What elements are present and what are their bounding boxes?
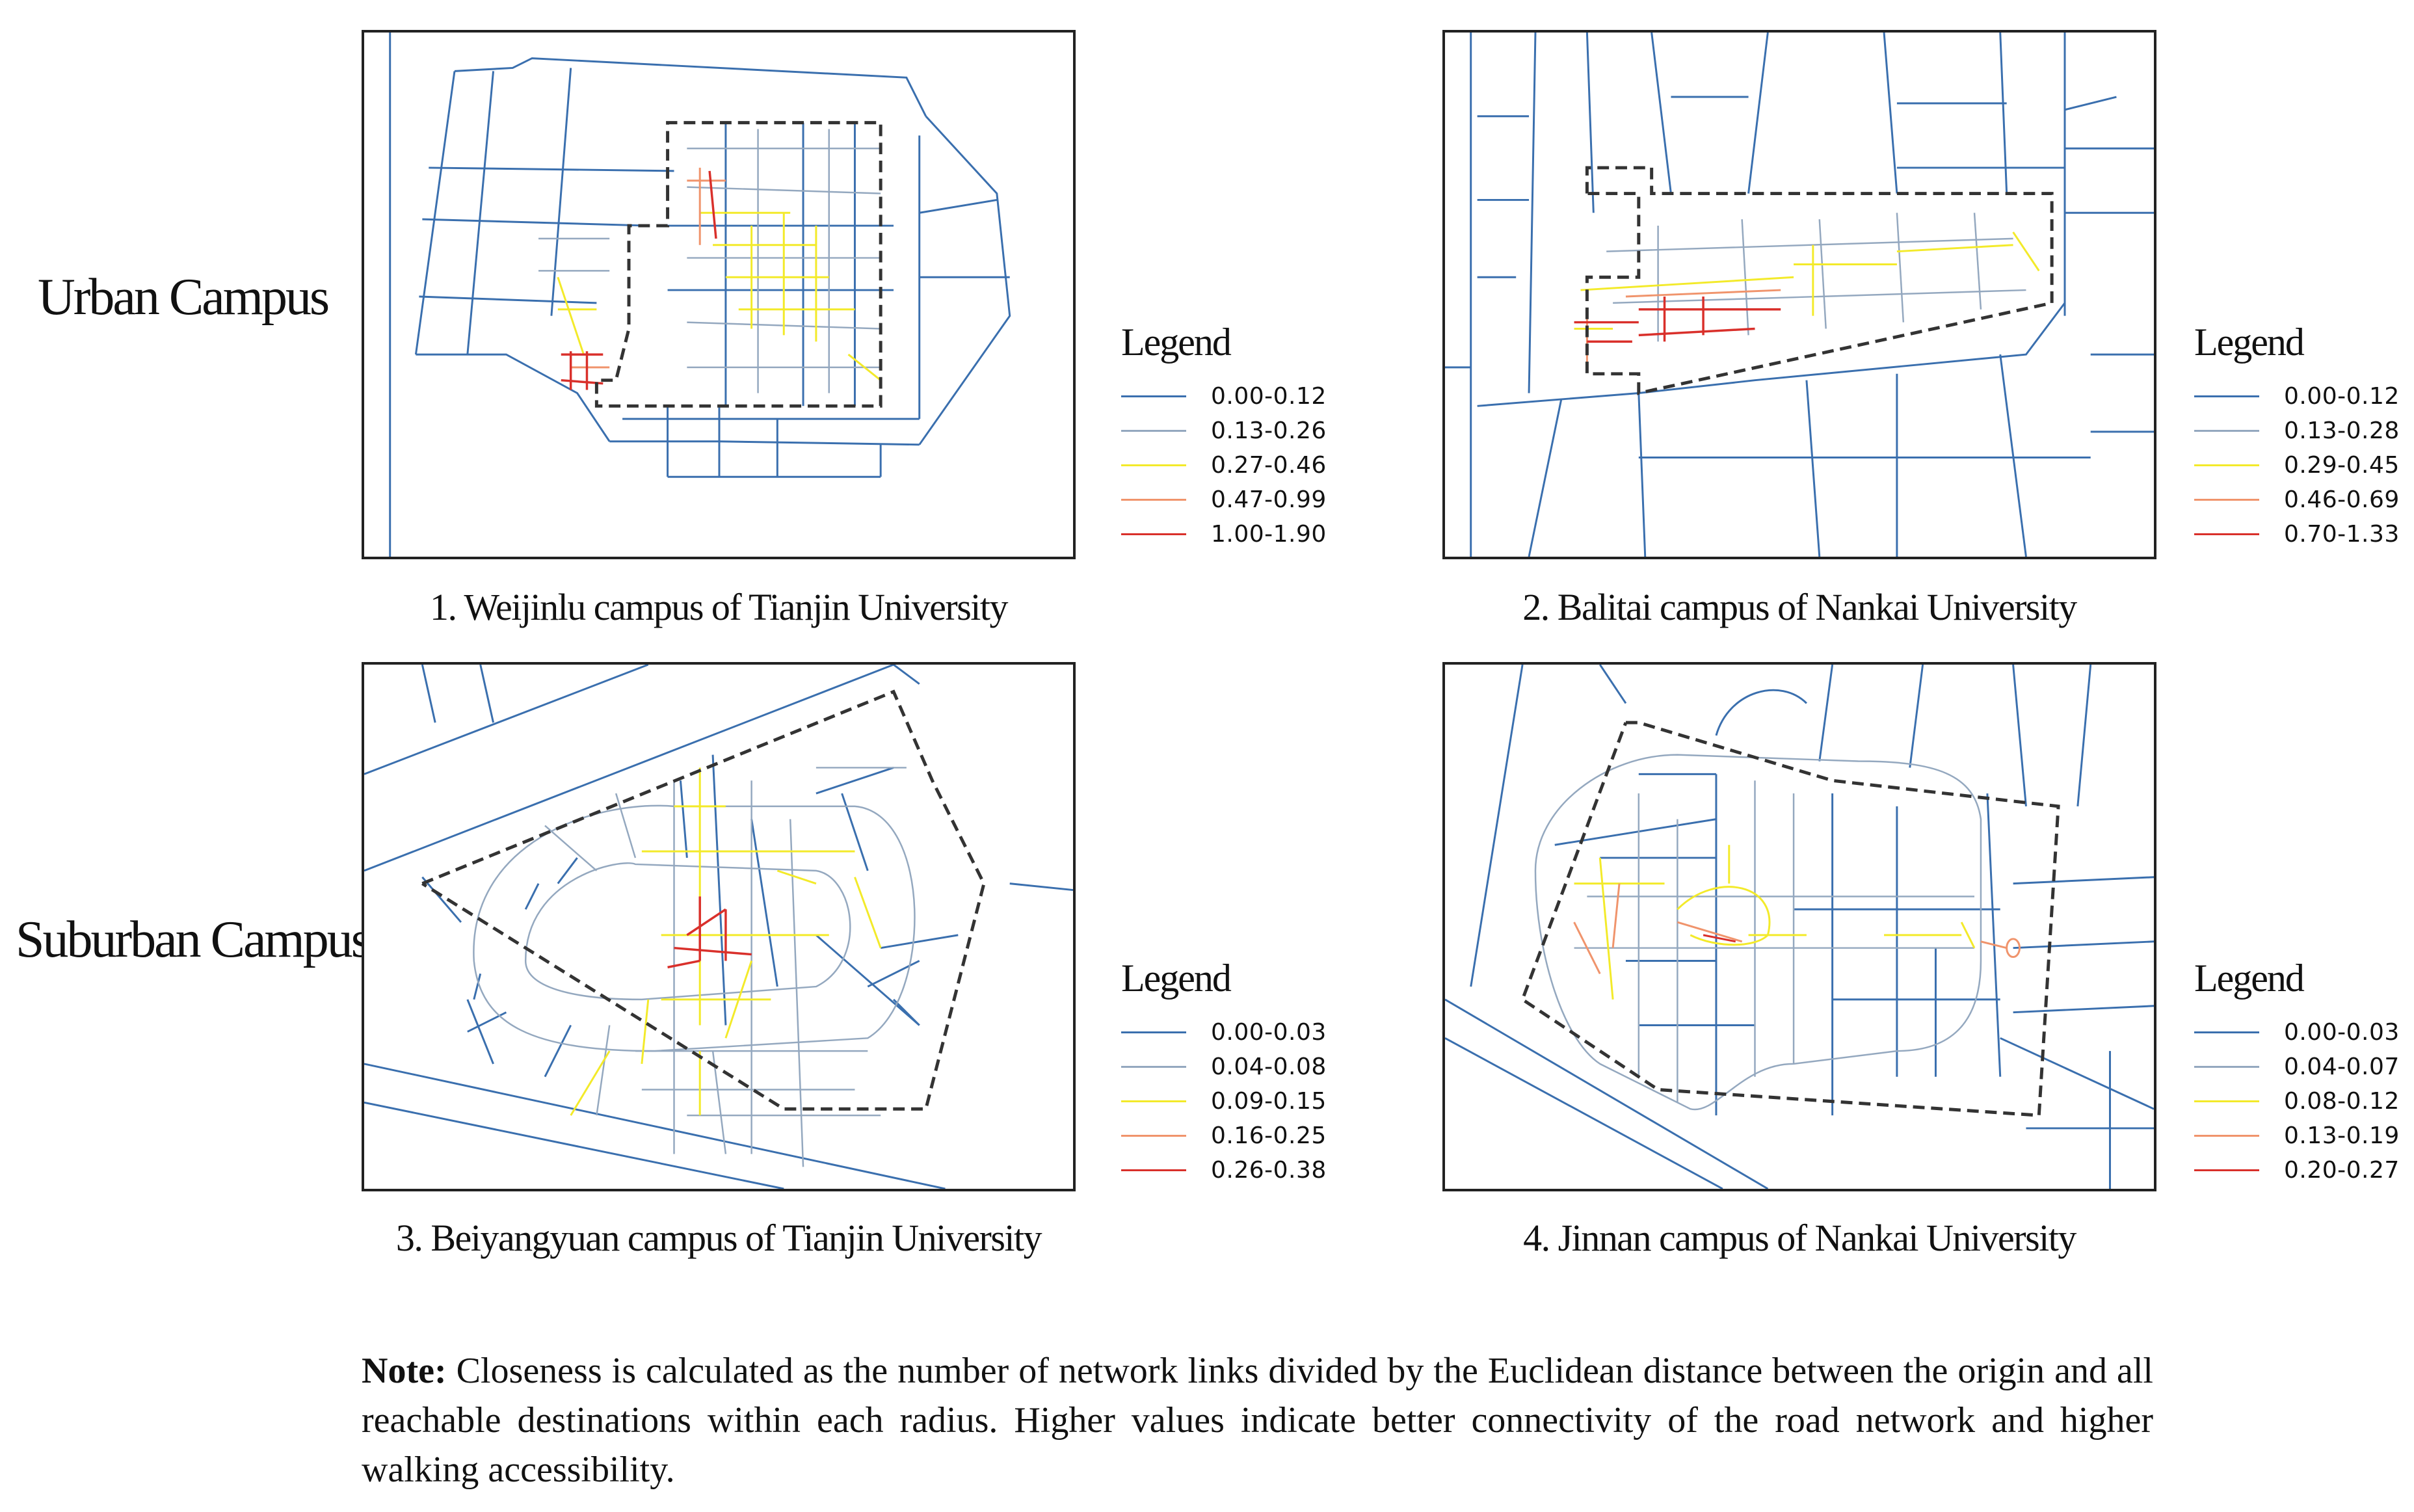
legend-item: 0.27-0.46: [1121, 448, 1327, 483]
legend-title: Legend: [1121, 321, 1232, 364]
legend-item: 0.00-0.03: [2194, 1015, 2400, 1050]
map-jinnan: [1442, 662, 2156, 1191]
legend-item: 0.09-0.15: [1121, 1084, 1327, 1119]
legend-range: 0.04-0.07: [2284, 1054, 2400, 1080]
legend-item: 0.47-0.99: [1121, 483, 1327, 517]
caption-map-3: 3. Beiyangyuan campus of Tianjin Univers…: [395, 1217, 1042, 1259]
legend-range: 0.13-0.19: [2284, 1122, 2400, 1149]
legend-range: 0.00-0.03: [2284, 1019, 2400, 1046]
legend-item: 0.08-0.12: [2194, 1084, 2400, 1119]
legend-range: 0.70-1.33: [2284, 521, 2400, 548]
note-text: Closeness is calculated as the number of…: [362, 1351, 2153, 1490]
legend-range: 0.00-0.12: [2284, 383, 2400, 410]
map-weijinlu: [362, 30, 1076, 559]
legend-item: 0.13-0.26: [1121, 414, 1327, 448]
legend-range: 0.46-0.69: [2284, 486, 2400, 513]
legend-title: Legend: [2194, 321, 2305, 364]
legend-title: Legend: [2194, 957, 2305, 1000]
row-label-urban: Urban Campus: [38, 269, 330, 326]
legend-item: 0.04-0.08: [1121, 1050, 1327, 1084]
legend-item: 0.00-0.12: [1121, 379, 1327, 414]
legend-item: 0.26-0.38: [1121, 1153, 1327, 1187]
legend-item: 0.00-0.12: [2194, 379, 2400, 414]
caption-map-4: 4. Jinnan campus of Nankai University: [1523, 1217, 2076, 1259]
map-balitai: [1442, 30, 2156, 559]
legend-item: 0.16-0.25: [1121, 1119, 1327, 1153]
legend-item: 0.29-0.45: [2194, 448, 2400, 483]
legend-item: 0.46-0.69: [2194, 483, 2400, 517]
legend-map-4: Legend 0.00-0.03 0.04-0.07 0.08-0.12 0.1…: [2194, 956, 2400, 1187]
row-label-suburban: Suburban Campus: [16, 911, 371, 968]
legend-map-2: Legend 0.00-0.12 0.13-0.28 0.29-0.45 0.4…: [2194, 320, 2400, 551]
figure-note: Note: Closeness is calculated as the num…: [362, 1346, 2153, 1494]
legend-range: 0.08-0.12: [2284, 1088, 2400, 1115]
legend-range: 0.20-0.27: [2284, 1157, 2400, 1184]
legend-map-3: Legend 0.00-0.03 0.04-0.08 0.09-0.15 0.1…: [1121, 956, 1327, 1187]
legend-range: 0.13-0.28: [2284, 418, 2400, 444]
legend-range: 0.13-0.26: [1211, 418, 1327, 444]
legend-item: 0.04-0.07: [2194, 1050, 2400, 1084]
legend-range: 0.00-0.12: [1211, 383, 1327, 410]
note-label: Note:: [362, 1351, 447, 1391]
caption-map-1: 1. Weijinlu campus of Tianjin University: [429, 586, 1009, 628]
legend-range: 0.29-0.45: [2284, 452, 2400, 479]
legend-item: 0.00-0.03: [1121, 1015, 1327, 1050]
legend-item: 0.13-0.19: [2194, 1119, 2400, 1153]
legend-range: 0.16-0.25: [1211, 1122, 1327, 1149]
legend-range: 1.00-1.90: [1211, 521, 1327, 548]
legend-range: 0.47-0.99: [1211, 486, 1327, 513]
legend-title: Legend: [1121, 957, 1232, 1000]
legend-item: 0.13-0.28: [2194, 414, 2400, 448]
legend-range: 0.09-0.15: [1211, 1088, 1327, 1115]
map-beiyangyuan: [362, 662, 1076, 1191]
legend-range: 0.26-0.38: [1211, 1157, 1327, 1184]
legend-range: 0.04-0.08: [1211, 1054, 1327, 1080]
legend-range: 0.00-0.03: [1211, 1019, 1327, 1046]
caption-map-2: 2. Balitai campus of Nankai University: [1522, 586, 2077, 628]
legend-item: 1.00-1.90: [1121, 517, 1327, 551]
legend-item: 0.20-0.27: [2194, 1153, 2400, 1187]
legend-map-1: Legend 0.00-0.12 0.13-0.26 0.27-0.46 0.4…: [1121, 320, 1327, 551]
legend-range: 0.27-0.46: [1211, 452, 1327, 479]
legend-item: 0.70-1.33: [2194, 517, 2400, 551]
